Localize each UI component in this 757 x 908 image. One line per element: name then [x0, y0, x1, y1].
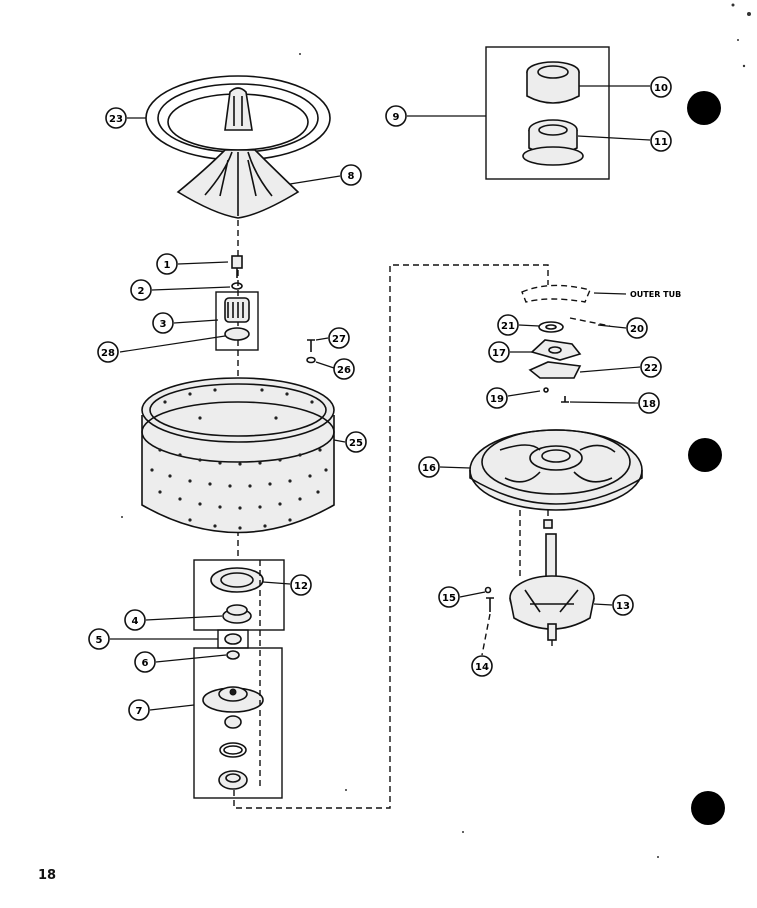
callout-20: 20: [626, 317, 648, 339]
svg-text:18: 18: [642, 399, 656, 410]
callout-16: 16: [418, 456, 440, 478]
callout-4: 4: [124, 609, 146, 631]
page-number: 18: [38, 868, 57, 883]
svg-text:21: 21: [501, 321, 515, 332]
binder-hole-bottom: [691, 791, 725, 825]
svg-text:1: 1: [164, 260, 171, 271]
svg-text:7: 7: [136, 706, 143, 717]
svg-text:6: 6: [142, 658, 149, 669]
drive-bell: [224, 297, 250, 341]
callout-25: 25: [345, 431, 367, 453]
hub-nut: [222, 604, 252, 624]
callout-10: 10: [650, 76, 672, 98]
binder-hole-middle: [688, 438, 722, 472]
callout-8: 8: [340, 164, 362, 186]
callout-2: 2: [130, 279, 152, 301]
callout-19: 19: [486, 387, 508, 409]
svg-text:8: 8: [348, 171, 355, 182]
callout-18: 18: [638, 392, 660, 414]
svg-text:22: 22: [644, 363, 658, 374]
callout-27: 27: [328, 327, 350, 349]
callout-17: 17: [488, 341, 510, 363]
svg-text:5: 5: [96, 635, 103, 646]
callout-14: 14: [471, 655, 493, 677]
outer-tub-label: OUTER TUB: [630, 290, 681, 299]
svg-text:28: 28: [101, 348, 115, 359]
svg-text:26: 26: [337, 365, 351, 376]
callout-12: 12: [290, 574, 312, 596]
svg-text:15: 15: [442, 593, 456, 604]
svg-text:25: 25: [349, 438, 363, 449]
agitator-assembly: [145, 75, 331, 219]
callout-6: 6: [134, 651, 156, 673]
washer-small: [231, 282, 243, 290]
agitator-bolt: [231, 255, 243, 278]
callout-26: 26: [333, 358, 355, 380]
svg-text:17: 17: [492, 348, 506, 359]
svg-text:14: 14: [475, 662, 489, 673]
callout-3: 3: [152, 312, 174, 334]
svg-text:23: 23: [109, 114, 123, 125]
callout-11: 11: [650, 130, 672, 152]
svg-text:20: 20: [630, 324, 644, 335]
svg-text:9: 9: [393, 112, 400, 123]
drive-pulley: [469, 429, 643, 511]
spin-basket: [141, 377, 335, 534]
screw-small: [307, 339, 315, 352]
svg-text:4: 4: [132, 616, 139, 627]
basket-gasket: [210, 567, 264, 593]
callout-22: 22: [640, 356, 662, 378]
svg-text:27: 27: [332, 334, 346, 345]
svg-text:16: 16: [422, 463, 436, 474]
svg-text:13: 13: [616, 601, 630, 612]
callout-1: 1: [156, 253, 178, 275]
seal-kit: [522, 61, 584, 166]
svg-text:2: 2: [138, 286, 145, 297]
callout-5: 5: [88, 628, 110, 650]
svg-text:19: 19: [490, 394, 504, 405]
binder-hole-top: [687, 91, 721, 125]
callout-13: 13: [612, 594, 634, 616]
svg-text:11: 11: [654, 137, 668, 148]
callout-23: 23: [105, 107, 127, 129]
callout-21: 21: [497, 314, 519, 336]
callout-15: 15: [438, 586, 460, 608]
callout-7: 7: [128, 699, 150, 721]
transmission: [509, 519, 595, 650]
svg-text:10: 10: [654, 83, 668, 94]
bearing-housing: [202, 686, 264, 790]
callout-9: 9: [385, 105, 407, 127]
callout-28: 28: [97, 341, 119, 363]
svg-text:12: 12: [294, 581, 308, 592]
svg-text:3: 3: [160, 319, 167, 330]
